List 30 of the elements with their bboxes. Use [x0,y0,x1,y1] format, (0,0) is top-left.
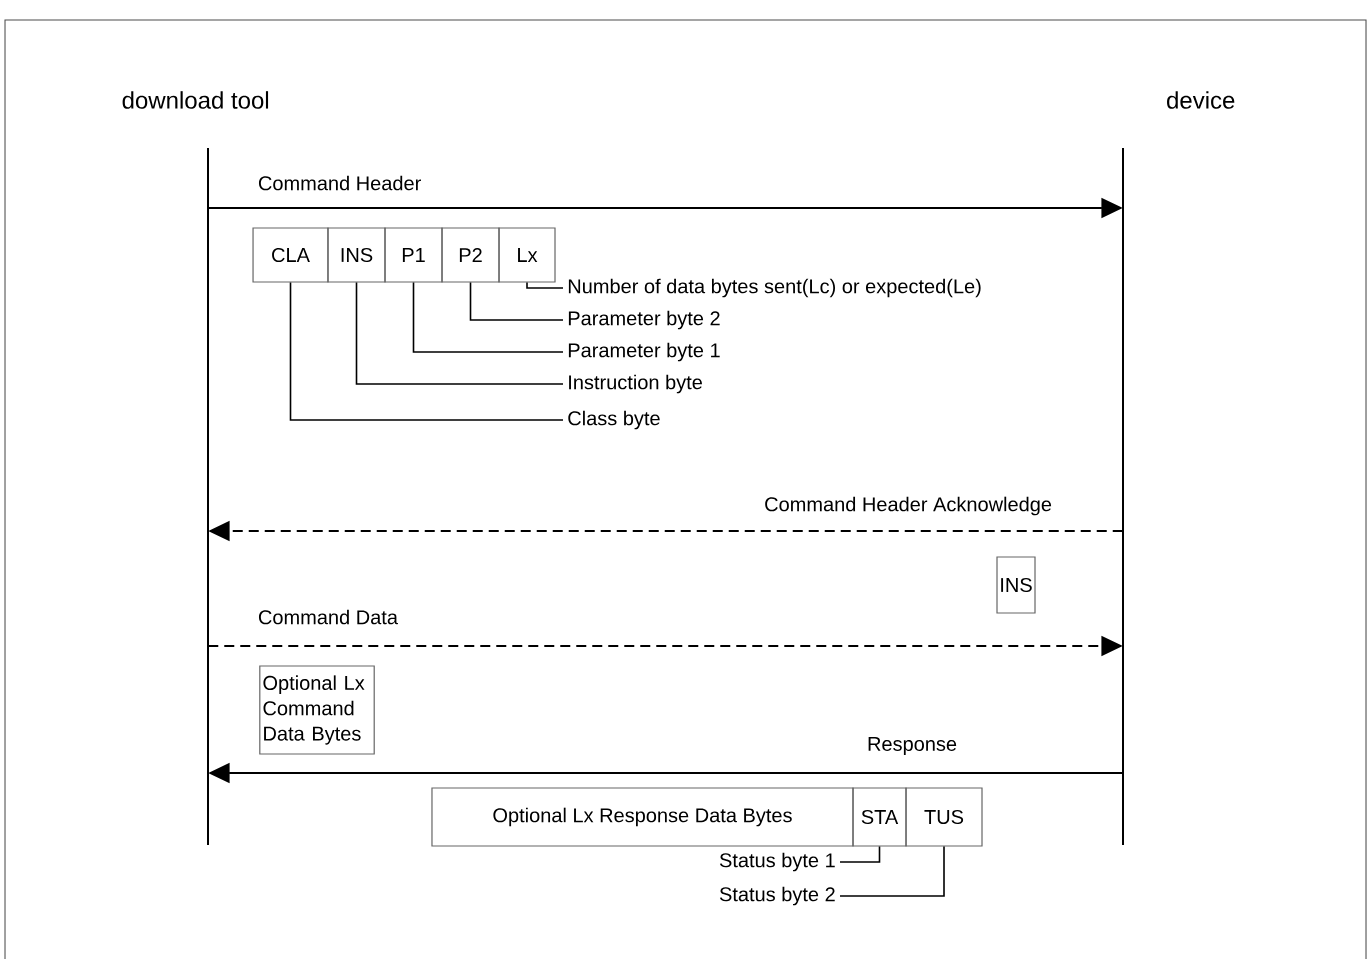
field-description: Parameter byte 2 [568,310,720,330]
field-cell: STA [852,787,907,847]
leader-line [526,281,564,289]
status-description: Status byte 1 [719,852,835,872]
field-description: Instruction byte [569,374,702,394]
field-cell: TUS [905,787,983,847]
leader-line [412,281,564,353]
edge-label: Command Header Acknowledge [761,494,1055,518]
participant-label: device [1167,91,1235,109]
field-description: Number of data bytes sent(Lc) or expected(Le) [568,278,981,298]
field-cell: INS [996,556,1036,614]
leader-line [839,845,881,863]
field-cell: Lx [498,227,556,283]
field-cell: INS [327,227,386,283]
field-cell: Optional Lx Response Data Bytes [431,787,854,847]
field-description: Class byte [568,410,660,430]
edge-label: Command Data [255,607,401,627]
field-cell: P1 [384,227,443,283]
field-description: Parameter byte 1 [568,342,720,362]
leader-line [839,845,945,897]
field-cell: CLA [252,227,329,283]
edge-label: Response [864,734,960,758]
participant-label: download tool [122,91,269,109]
status-description: Status byte 2 [719,886,835,906]
data-box: Optional Lx Command Data Bytes [259,665,375,755]
leader-line [469,281,564,321]
edge-label: Command Header [255,173,424,193]
field-cell: P2 [441,227,500,283]
leader-line [355,281,564,385]
leader-line [289,281,564,421]
